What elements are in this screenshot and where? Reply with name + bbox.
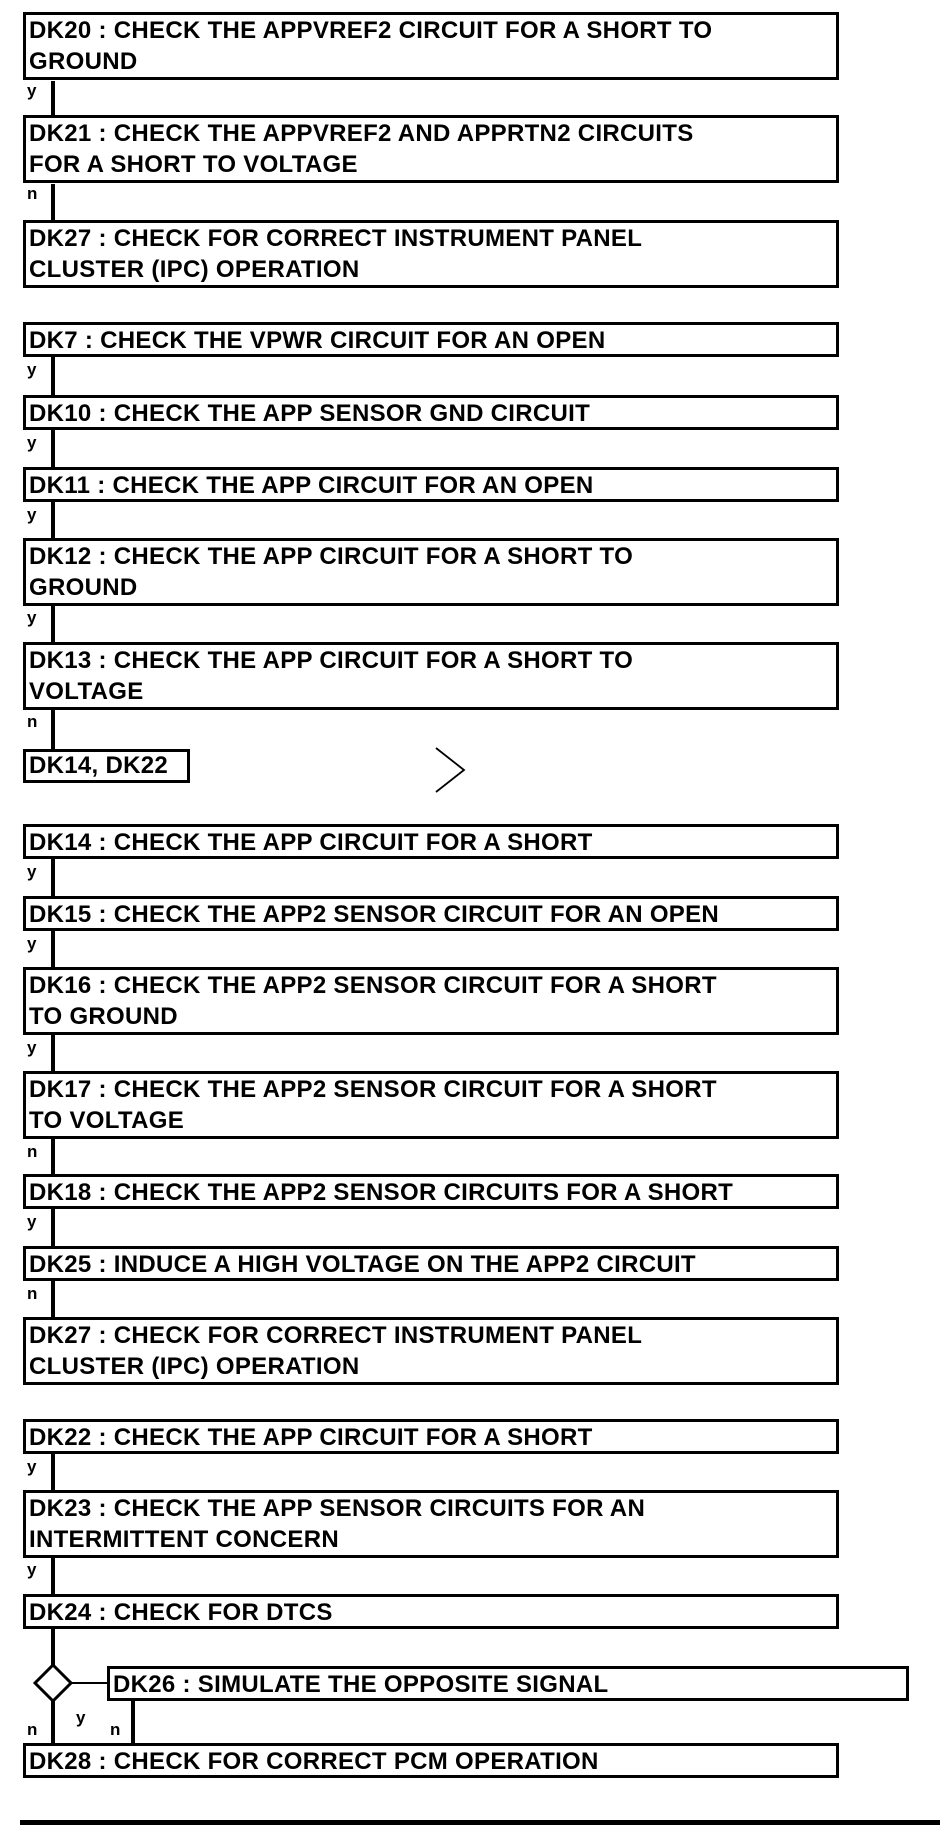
branch-label-yes: y — [27, 1560, 37, 1579]
connector-dk7-dk10 — [51, 357, 55, 395]
step-dk13: DK13 : CHECK THE APP CIRCUIT FOR A SHORT… — [23, 642, 839, 710]
connector-dk12-dk13 — [51, 606, 55, 642]
connector-dk18-dk25 — [51, 1209, 55, 1246]
connector-dk16-dk17 — [51, 1035, 55, 1071]
step-dk28: DK28 : CHECK FOR CORRECT PCM OPERATION — [23, 1743, 839, 1778]
branch-label-no: n — [27, 712, 38, 731]
decision-diamond-icon — [32, 1662, 74, 1704]
step-dk23: DK23 : CHECK THE APP SENSOR CIRCUITS FOR… — [23, 1490, 839, 1558]
branch-label-no: n — [27, 184, 38, 203]
connector-dk13-ref — [51, 710, 55, 749]
connector-dk17-dk18 — [51, 1139, 55, 1174]
branch-label-no: n — [27, 1142, 38, 1161]
step-dk27-ipc: DK27 : CHECK FOR CORRECT INSTRUMENT PANE… — [23, 220, 839, 288]
branch-label-yes: y — [27, 1038, 37, 1057]
branch-label-yes: y — [27, 934, 37, 953]
branch-label-yes: y — [27, 505, 37, 524]
chevron-right-icon — [435, 747, 466, 793]
step-dk12: DK12 : CHECK THE APP CIRCUIT FOR A SHORT… — [23, 538, 839, 606]
connector-dk15-dk16 — [51, 931, 55, 967]
branch-label-no: n — [27, 1720, 38, 1739]
connector-dk11-dk12 — [51, 502, 55, 538]
connector-dk23-dk24 — [51, 1558, 55, 1594]
branch-label-yes: y — [27, 81, 37, 100]
branch-label-yes: y — [27, 433, 37, 452]
connector-dk10-dk11 — [51, 430, 55, 467]
reference-dk14-dk22: DK14, DK22 — [23, 749, 190, 783]
branch-label-no: n — [110, 1720, 121, 1739]
step-dk10: DK10 : CHECK THE APP SENSOR GND CIRCUIT — [23, 395, 839, 430]
connector-dk25-dk27 — [51, 1281, 55, 1317]
step-dk24: DK24 : CHECK FOR DTCS — [23, 1594, 839, 1629]
step-dk15: DK15 : CHECK THE APP2 SENSOR CIRCUIT FOR… — [23, 896, 839, 931]
branch-label-yes: y — [27, 360, 37, 379]
branch-label-yes: y — [27, 608, 37, 627]
step-dk26: DK26 : SIMULATE THE OPPOSITE SIGNAL — [107, 1666, 909, 1701]
branch-label-yes: y — [76, 1708, 86, 1727]
step-dk14: DK14 : CHECK THE APP CIRCUIT FOR A SHORT — [23, 824, 839, 859]
step-dk21: DK21 : CHECK THE APPVREF2 AND APPRTN2 CI… — [23, 115, 839, 183]
step-dk17: DK17 : CHECK THE APP2 SENSOR CIRCUIT FOR… — [23, 1071, 839, 1139]
step-dk16: DK16 : CHECK THE APP2 SENSOR CIRCUIT FOR… — [23, 967, 839, 1035]
branch-label-no: n — [27, 1284, 38, 1303]
bottom-rule — [20, 1820, 940, 1825]
step-dk22: DK22 : CHECK THE APP CIRCUIT FOR A SHORT — [23, 1419, 839, 1454]
step-dk18: DK18 : CHECK THE APP2 SENSOR CIRCUITS FO… — [23, 1174, 839, 1209]
branch-label-yes: y — [27, 1212, 37, 1231]
branch-label-yes: y — [27, 1457, 37, 1476]
step-dk25: DK25 : INDUCE A HIGH VOLTAGE ON THE APP2… — [23, 1246, 839, 1281]
connector-dk14-dk15 — [51, 859, 55, 896]
step-dk20: DK20 : CHECK THE APPVREF2 CIRCUIT FOR A … — [23, 12, 839, 80]
connector-dk21-dk27 — [51, 184, 55, 220]
branch-label-yes: y — [27, 862, 37, 881]
step-dk7: DK7 : CHECK THE VPWR CIRCUIT FOR AN OPEN — [23, 322, 839, 357]
connector-dk20-dk21 — [51, 81, 55, 115]
step-dk11: DK11 : CHECK THE APP CIRCUIT FOR AN OPEN — [23, 467, 839, 502]
step-dk27-ipc: DK27 : CHECK FOR CORRECT INSTRUMENT PANE… — [23, 1317, 839, 1385]
connector-dk22-dk23 — [51, 1454, 55, 1490]
